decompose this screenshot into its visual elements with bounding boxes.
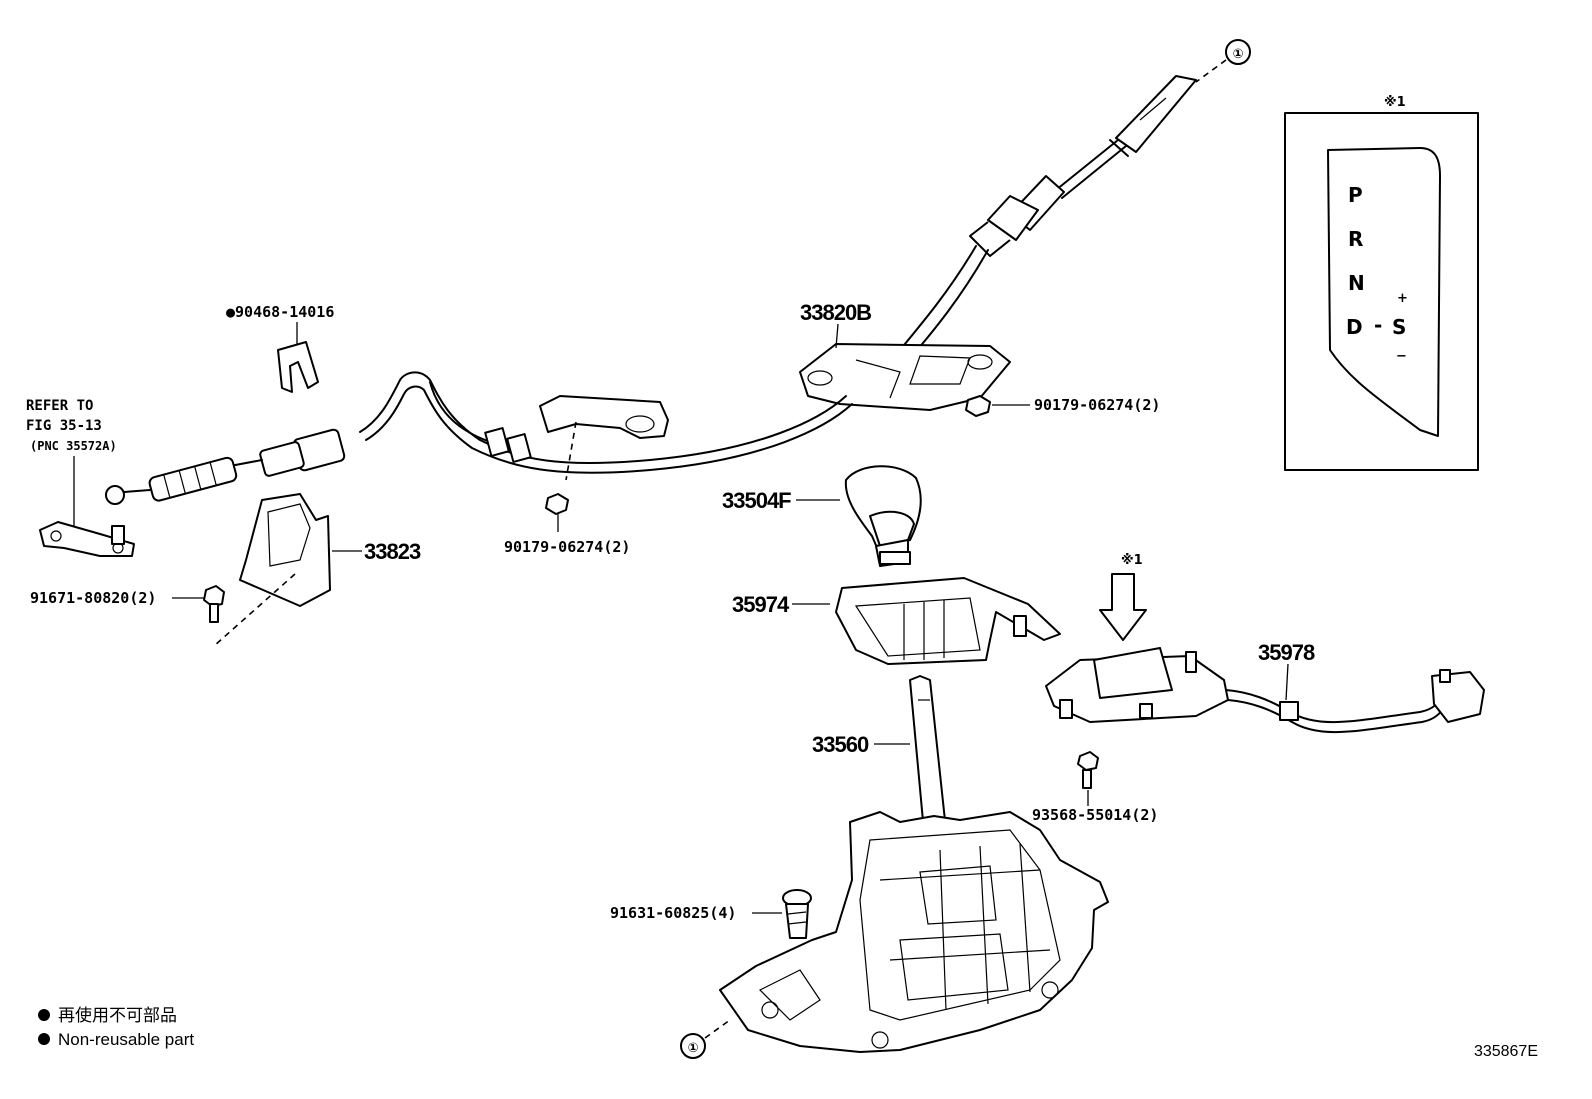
- gear-n: N: [1348, 271, 1365, 295]
- label-33560: 33560: [812, 732, 869, 757]
- legend-bullet-jp: [38, 1009, 50, 1021]
- label-90179-06274-mid: 90179-06274(2): [504, 538, 630, 556]
- reference-line-1: REFER TO: [26, 398, 93, 414]
- reference-line-3: (PNC 35572A): [30, 439, 117, 453]
- gear-s: S: [1392, 315, 1406, 339]
- label-35974: 35974: [732, 592, 790, 617]
- legend-bullet-en: [38, 1033, 50, 1045]
- note-marker-box: ※1: [1384, 95, 1406, 110]
- callout-marker-top: ①: [1232, 47, 1243, 62]
- shift-base-assembly[interactable]: [719, 811, 1109, 1053]
- screw-93568[interactable]: [1077, 751, 1099, 789]
- shift-lever-bracket-ref[interactable]: [39, 521, 135, 557]
- label-35978: 35978: [1258, 640, 1315, 665]
- gear-dash: -: [1374, 313, 1382, 337]
- clip-part[interactable]: [277, 341, 319, 393]
- label-33504F: 33504F: [722, 488, 791, 513]
- shift-lever[interactable]: [909, 675, 947, 837]
- label-33820B: 33820B: [800, 300, 871, 325]
- gear-plus: +: [1397, 291, 1408, 306]
- reference-line-2: FIG 35-13: [26, 418, 102, 434]
- gate-indicator-panel: [1327, 147, 1441, 437]
- note-marker-arrow: ※1: [1121, 553, 1143, 568]
- shift-knob[interactable]: [844, 465, 922, 567]
- shift-housing[interactable]: [835, 577, 1061, 665]
- legend-jp: 再使用不可部品: [58, 1005, 177, 1025]
- label-91631-60825: 91631-60825(4): [610, 904, 736, 922]
- label-33823: 33823: [364, 539, 421, 564]
- label-90468-14016: ●90468-14016: [226, 303, 334, 321]
- shift-lock-assembly[interactable]: [1045, 647, 1485, 734]
- nut-right[interactable]: [965, 395, 991, 417]
- nut-mid[interactable]: [545, 493, 569, 515]
- diagram-code: 335867E: [1474, 1043, 1538, 1060]
- gear-p: P: [1348, 183, 1363, 207]
- callout-circle-bottom: [680, 1033, 706, 1059]
- label-93568-55014: 93568-55014(2): [1032, 806, 1158, 824]
- bolt-91631[interactable]: [782, 889, 812, 939]
- shift-cable-assembly[interactable]: ①: [105, 39, 1251, 505]
- callout-circle-top: [1225, 39, 1251, 65]
- gear-r: R: [1348, 227, 1363, 251]
- bolt-91671[interactable]: [203, 585, 225, 623]
- label-91671-80820: 91671-80820(2): [30, 589, 156, 607]
- gear-d: D: [1346, 315, 1363, 339]
- arrow-down-icon: [1099, 573, 1147, 641]
- legend-en: Non-reusable part: [58, 1030, 194, 1049]
- gear-minus: −: [1396, 349, 1407, 364]
- gate-detail-box: [1284, 112, 1479, 471]
- cover-33823[interactable]: [213, 493, 331, 647]
- label-90179-06274-right: 90179-06274(2): [1034, 396, 1160, 414]
- callout-marker-bottom: ①: [687, 1041, 698, 1056]
